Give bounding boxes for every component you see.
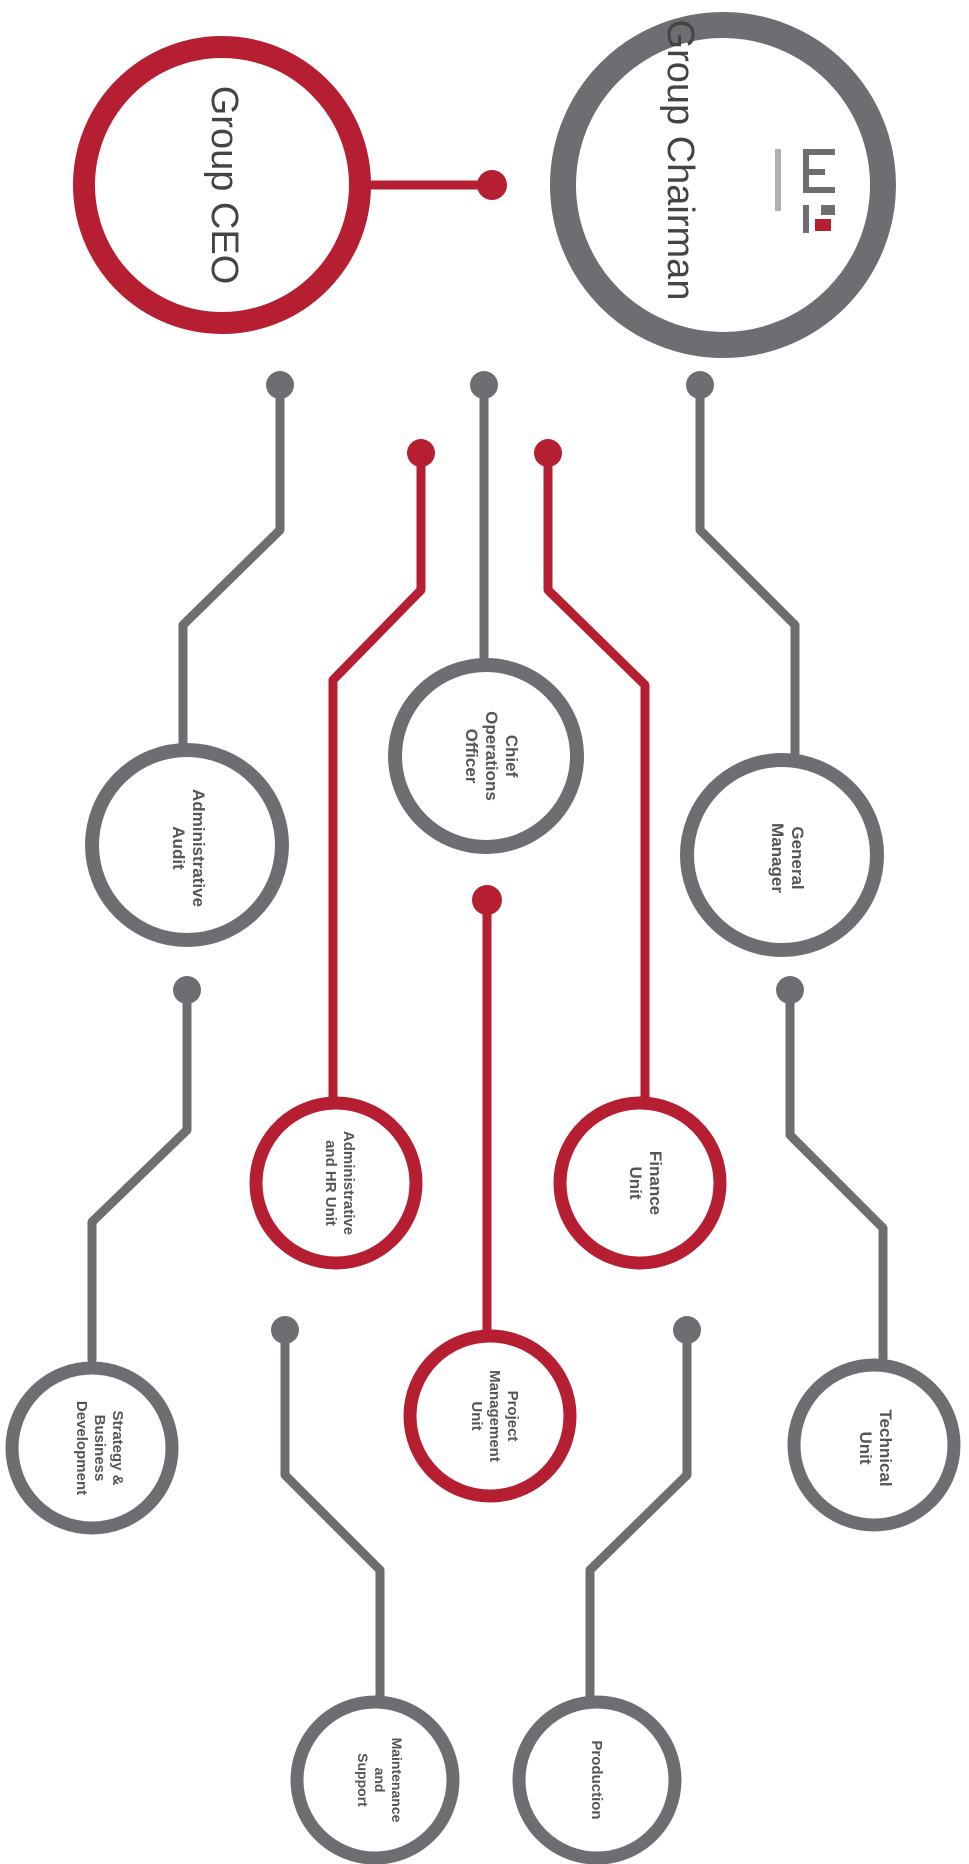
label-maintenance-line-3: Support	[355, 1753, 371, 1807]
label-finance-line-1: Finance	[646, 1151, 665, 1215]
node-technical	[787, 1358, 961, 1532]
dot-technical	[776, 976, 804, 1004]
dot-production	[673, 1316, 701, 1344]
label-admin-audit-line-2: Audit	[169, 826, 188, 870]
group-logo-icon	[775, 149, 835, 233]
node-coo	[388, 658, 584, 854]
dot-ceo-chairman	[477, 170, 507, 200]
connector-general-manager	[695, 380, 800, 780]
label-project-mgmt-line-2: Management	[486, 1370, 503, 1462]
connector-production	[585, 1325, 692, 1730]
label-project-mgmt-line-3: Unit	[468, 1401, 485, 1430]
label-coo-line-2: Operations	[482, 711, 501, 801]
node-general-manager	[680, 753, 884, 957]
node-finance	[553, 1096, 727, 1270]
label-general-manager-line-1: General	[788, 826, 807, 889]
dot-project-mgmt	[472, 885, 502, 915]
label-admin-hr: Administrative and HR Unit	[322, 1131, 357, 1235]
node-admin-hr	[249, 1096, 423, 1270]
connector-admin-audit	[178, 380, 285, 760]
label-project-mgmt: Project Management Unit	[468, 1370, 521, 1462]
node-admin-audit	[85, 743, 289, 947]
label-strategy: Strategy & Business Development	[73, 1401, 126, 1495]
label-ceo: Group CEO	[203, 86, 245, 285]
red-connectors	[328, 180, 650, 1345]
label-admin-audit: Administrative Audit	[169, 789, 208, 907]
node-chairman	[550, 12, 896, 358]
connector-technical	[785, 985, 888, 1365]
label-coo-line-1: Chief	[502, 735, 521, 778]
label-admin-hr-line-2: and HR Unit	[322, 1140, 339, 1226]
dot-general-manager	[686, 371, 714, 399]
label-technical: Technical Unit	[856, 1409, 895, 1486]
labels: Group Chairman Group CEO Chief Operation…	[73, 20, 895, 1823]
dot-maintenance	[271, 1316, 299, 1344]
label-admin-hr-line-1: Administrative	[340, 1131, 357, 1235]
connector-admin-hr	[328, 448, 426, 1105]
label-chairman: Group Chairman	[659, 20, 701, 301]
label-general-manager-line-2: Manager	[768, 823, 787, 893]
label-strategy-line-1: Strategy &	[109, 1410, 126, 1485]
red-connector-dots	[407, 170, 562, 915]
label-strategy-line-3: Development	[73, 1401, 90, 1495]
connector-finance	[543, 448, 650, 1105]
label-production-line-1: Production	[588, 1740, 605, 1819]
dot-admin-hr	[407, 439, 435, 467]
label-admin-audit-line-1: Administrative	[189, 789, 208, 907]
label-strategy-line-2: Business	[91, 1415, 108, 1482]
label-maintenance-line-2: and	[372, 1768, 388, 1793]
label-finance: Finance Unit	[626, 1151, 665, 1215]
label-maintenance: Maintenance and Support	[355, 1738, 405, 1823]
node-strategy	[5, 1361, 179, 1535]
connector-strategy	[87, 985, 192, 1365]
label-general-manager: General Manager	[768, 823, 807, 893]
node-circles	[5, 12, 961, 1864]
dot-finance	[534, 439, 562, 467]
label-coo-line-3: Officer	[462, 729, 481, 784]
node-maintenance	[290, 1695, 460, 1864]
node-ceo	[73, 36, 371, 334]
label-production: Production	[588, 1740, 605, 1819]
node-project-mgmt	[403, 1329, 577, 1503]
gray-connector-dots	[173, 371, 804, 1344]
dot-strategy	[173, 976, 201, 1004]
label-project-mgmt-line-1: Project	[504, 1391, 521, 1442]
dot-admin-audit	[266, 371, 294, 399]
gray-connectors	[87, 380, 888, 1730]
label-technical-line-2: Unit	[856, 1431, 875, 1464]
connector-maintenance	[280, 1325, 385, 1730]
label-technical-line-1: Technical	[876, 1409, 895, 1486]
label-finance-line-2: Unit	[626, 1166, 645, 1199]
dot-coo	[470, 371, 498, 399]
label-maintenance-line-1: Maintenance	[389, 1738, 405, 1823]
node-production	[512, 1695, 682, 1864]
label-coo: Chief Operations Officer	[462, 711, 521, 801]
